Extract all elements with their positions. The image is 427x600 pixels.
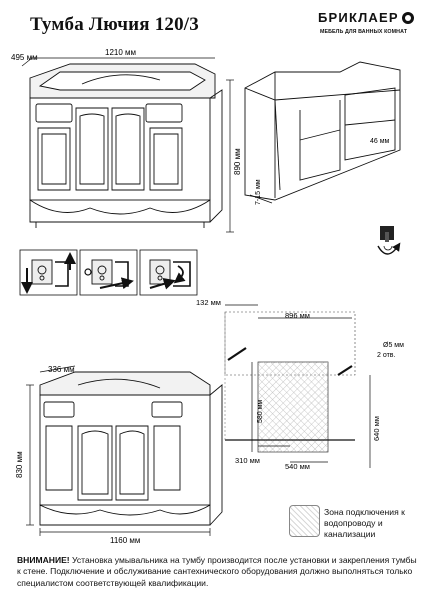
dim-back-gap: 46 мм [370,138,390,145]
brand-tagline: МЕБЕЛЬ ДЛЯ ВАННЫХ КОМНАТ [320,29,408,35]
dim-offset-left: 132 мм [196,298,221,307]
step-2-hinge [84,259,134,290]
cabinet-carcass-view [244,61,401,204]
brand-logo: БРИКЛАЕР МЕБЕЛЬ ДЛЯ ВАННЫХ КОМНАТ [318,10,414,40]
dim-width-bottom: 1160 мм [110,536,140,545]
dim-leg-height: 7-15 мм [255,179,262,205]
wall-mount-diagram [224,304,371,468]
warning-text: Установка умывальника на тумбу производи… [17,555,417,588]
dim-width-top: 1210 мм [105,48,136,57]
dim-hole-spacing: 896 мм [285,311,310,320]
dim-zone-height: 580 мм [257,400,264,423]
adjustable-foot-icon [377,226,401,255]
dim-depth-bottom: 336 мм [48,365,75,374]
dim-height-top: 890 мм [233,148,242,175]
warning-note: ВНИМАНИЕ! Установка умывальника на тумбу… [17,555,417,589]
step-1-hinge [21,252,76,294]
connection-zone-label: Зона подключения к водопроводу и канализ… [324,507,405,539]
dim-depth-top: 495 мм [11,53,38,62]
dim-height-bottom: 830 мм [15,451,24,478]
brand-name: БРИКЛАЕР [318,10,399,25]
page-title: Тумба Лючия 120/3 [30,14,199,35]
step-3-hinge [149,259,191,290]
dim-hole-diameter: Ø5 мм [383,342,404,349]
dim-zone-width: 540 мм [285,462,310,471]
cabinet-front-view-lower [39,371,223,526]
cabinet-front-view [29,63,223,228]
dim-hole-count: 2 отв. [377,352,396,359]
dim-mount-height: 640 мм [372,416,381,441]
rose-logo-icon [402,12,414,24]
dim-zone-offset: 310 мм [235,456,260,465]
warning-lead: ВНИМАНИЕ! [17,555,70,565]
connection-zone-swatch [289,505,320,537]
